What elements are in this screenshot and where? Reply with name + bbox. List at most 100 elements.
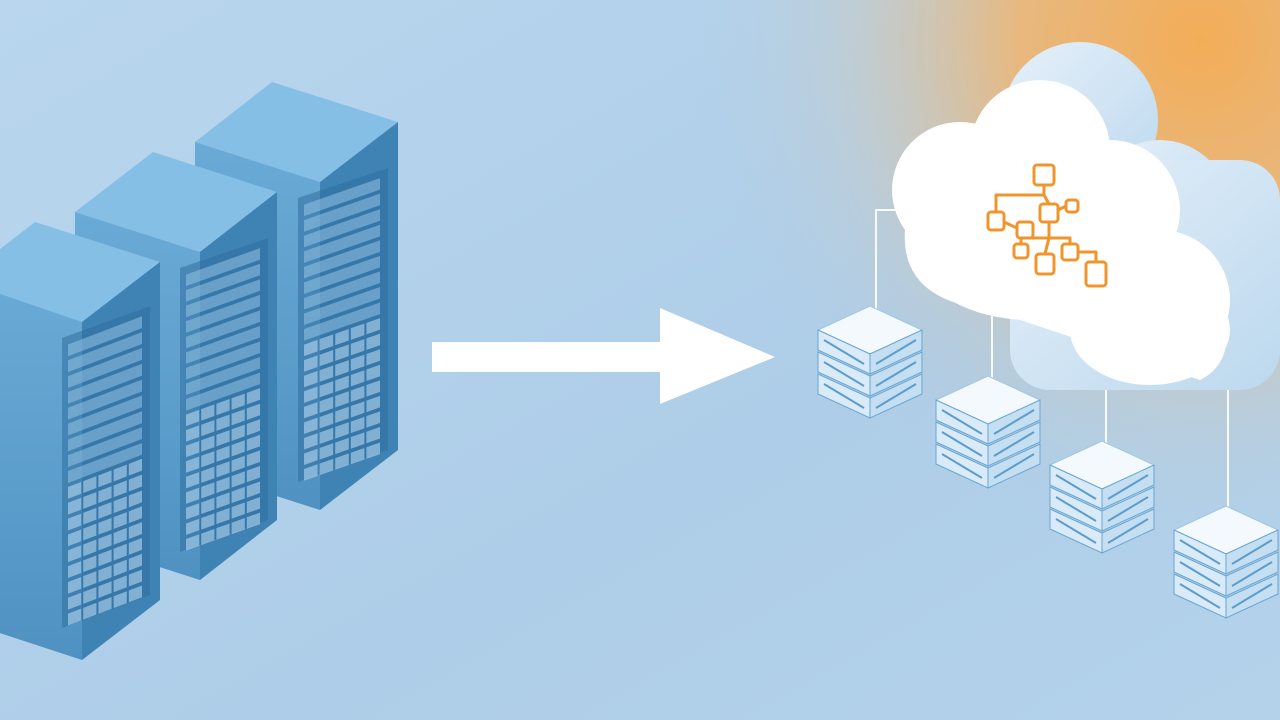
rack-slot: [68, 592, 82, 610]
rack-slot: [335, 391, 349, 408]
rack-slot: [246, 497, 260, 514]
rack-slot: [304, 386, 318, 403]
rack-slot: [68, 576, 82, 594]
network-link: [1043, 237, 1051, 255]
rack-slot: [216, 461, 230, 478]
rack-slot: [68, 411, 142, 452]
rack-slot: [68, 347, 142, 388]
rack-slot: [128, 585, 142, 603]
rack-slot: [98, 470, 112, 488]
rack-slot: [350, 354, 365, 371]
rack-slot: [304, 209, 380, 248]
rack-slot: [186, 487, 200, 504]
rack-slot: [98, 533, 112, 551]
rack-slot: [304, 286, 380, 326]
rack-slot: [128, 506, 142, 524]
rack-slot: [304, 224, 380, 263]
rack-slot: [201, 404, 215, 421]
rack-slot: [186, 325, 260, 364]
rack-slot: [68, 442, 142, 483]
rack-slot: [68, 332, 142, 373]
rack-slot: [366, 380, 380, 397]
rack-slot: [319, 412, 334, 429]
network-link: [1078, 250, 1098, 262]
rack-slot: [68, 395, 142, 436]
rack-slot: [231, 518, 245, 535]
rack-slot: [68, 561, 82, 578]
rack-slot: [98, 565, 112, 583]
rack-slot: [319, 334, 334, 351]
rack-slot: [366, 333, 380, 350]
rack-slot: [304, 355, 318, 372]
rack-slot: [186, 294, 260, 333]
rack-slot: [304, 402, 318, 419]
rack-slot: [304, 302, 380, 341]
rack-slot: [246, 388, 260, 405]
rack-slot: [335, 328, 349, 346]
rack-slot: [113, 543, 127, 561]
rack-slot: [319, 396, 334, 413]
rack-slot: [113, 559, 127, 577]
rack-slot: [231, 424, 245, 441]
rack-slot: [201, 528, 215, 546]
rack-slot: [304, 464, 318, 481]
rack-slot: [83, 507, 97, 525]
rack-slot: [246, 434, 260, 452]
rack-slot: [201, 435, 215, 452]
rack-slot: [186, 440, 200, 458]
rack-slot: [216, 414, 230, 431]
rack-slot: [83, 555, 97, 573]
rack-slot: [186, 372, 260, 411]
rack-slot: [113, 591, 127, 609]
rack-slot: [113, 575, 127, 593]
rack-slot: [68, 545, 82, 563]
rack-slot: [186, 472, 200, 489]
rack-slot: [366, 364, 380, 382]
rack-slot: [128, 474, 142, 492]
rack-slot: [98, 486, 112, 504]
rack-slot: [98, 597, 112, 614]
rack-slot: [304, 417, 318, 434]
rack-slot: [304, 271, 380, 310]
network-link: [1049, 236, 1072, 244]
rack-slot: [335, 375, 349, 392]
rack-slot: [186, 357, 260, 396]
rack-slot: [186, 456, 200, 473]
rack-slot: [201, 466, 215, 483]
rack-slot: [186, 425, 200, 442]
rack-slot: [68, 529, 82, 547]
rack-slot: [113, 496, 127, 514]
rack-slot: [319, 427, 334, 445]
arrow-right-icon: [432, 308, 775, 404]
rack-slot: [350, 447, 365, 465]
rack-slot: [68, 379, 142, 420]
rack-slot: [231, 440, 245, 457]
server-node-icon: [1172, 505, 1280, 619]
rack-slots: [68, 178, 380, 626]
rack-slot: [128, 458, 142, 476]
server-node-icon: [934, 375, 1042, 489]
rack-slot: [246, 419, 260, 436]
rack-slot: [83, 539, 97, 557]
rack-slot: [304, 178, 380, 217]
rack-slot: [304, 433, 318, 450]
rack-slot: [304, 240, 380, 279]
rack-slot: [335, 406, 349, 424]
rack-slot: [366, 442, 380, 459]
rack-slot: [350, 432, 365, 449]
rack-slot: [231, 393, 245, 410]
rack-slot: [128, 553, 142, 571]
rack-slot: [216, 523, 230, 540]
rack-slot: [113, 464, 127, 482]
rack-slot: [68, 497, 82, 515]
rack-slot: [335, 437, 349, 455]
rack-slot: [319, 381, 334, 398]
rack-slot: [128, 522, 142, 539]
rack-slot: [113, 512, 127, 529]
rack-slot: [231, 502, 245, 519]
rack-slot: [246, 465, 260, 483]
server-node-icon: [1048, 440, 1156, 554]
rack-slot: [366, 395, 380, 413]
rack-slot: [350, 323, 365, 340]
